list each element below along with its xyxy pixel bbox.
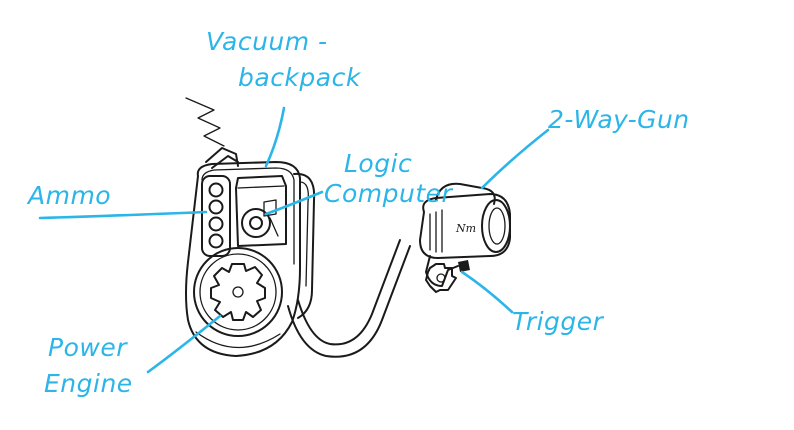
gun-logo: Nm [455, 222, 476, 235]
computer-dial-outer [241, 208, 271, 238]
engine-ring-inner [199, 253, 277, 331]
label-trigger: Trigger [512, 307, 605, 336]
ammo-panel [201, 175, 231, 257]
trigger-gear-icon [425, 263, 457, 293]
computer-dial-inner [249, 216, 263, 230]
gun-back-shell [435, 182, 496, 205]
label-ammo: Ammo [26, 181, 111, 210]
label-logic-line1: Logic [344, 149, 412, 178]
ammo-slot-3 [208, 216, 224, 232]
gun-barrel-inner [429, 209, 443, 253]
ammo-slot-4 [208, 233, 224, 249]
leader-vacuum [264, 106, 286, 168]
ammo-slot-2 [208, 199, 224, 215]
leader-logic [264, 190, 324, 216]
gun-muzzle [481, 199, 511, 253]
backpack-bottom [195, 331, 281, 349]
engine-ring-outer [193, 247, 283, 337]
label-two-way-gun: 2-Way-Gun [548, 105, 690, 134]
leader-trigger [460, 270, 514, 314]
backpack-body [185, 161, 301, 357]
gun-muzzle-inner [488, 207, 506, 245]
trigger-gear-hub [436, 273, 446, 283]
label-power-line2: Engine [44, 369, 133, 398]
vacuum-hose [287, 239, 411, 358]
leader-power [146, 314, 222, 374]
label-power-line1: Power [48, 333, 128, 362]
labels: Vacuum - backpack 2-Way-Gun Logic Comput… [26, 27, 690, 398]
steam-squiggle [185, 97, 225, 147]
leader-lines [38, 106, 550, 374]
computer-box [235, 175, 287, 247]
gun-barrel [419, 193, 511, 259]
leader-gun [480, 128, 550, 190]
engine-gear-hub [232, 286, 244, 298]
label-vacuum-line1: Vacuum - [206, 27, 328, 56]
backpack-strap [293, 172, 316, 319]
computer-box-top [237, 185, 285, 189]
leader-ammo [38, 210, 208, 220]
engine-gear-icon [210, 263, 266, 321]
two-way-gun-drawing: Nm [419, 182, 511, 293]
computer-detail [263, 199, 279, 237]
label-vacuum-line2: backpack [238, 63, 362, 92]
trigger-knob [458, 260, 470, 272]
label-logic-line2: Computer [324, 179, 454, 208]
gun-grip [425, 255, 459, 287]
backpack-drawing [185, 97, 316, 357]
ammo-slot-1 [208, 182, 224, 198]
backpack-body-inner [201, 167, 295, 265]
backpack-strap-inner [299, 181, 309, 287]
